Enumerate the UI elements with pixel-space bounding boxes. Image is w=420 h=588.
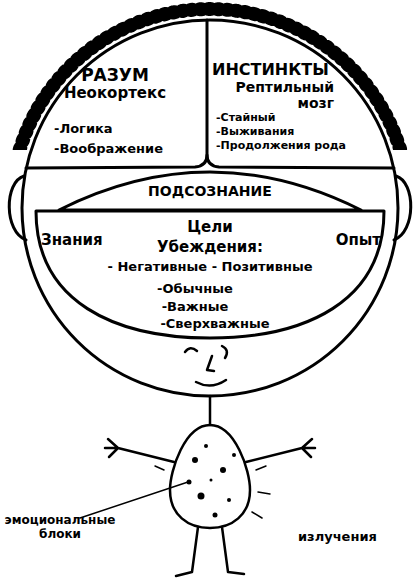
instincts-region: ИНСТИНКТЫРептильный мозг-Стайный-Выживан…: [208, 20, 396, 168]
figure-lines: [9, 9, 411, 576]
hair: [11, 9, 409, 150]
block-dot: [213, 513, 218, 518]
neocortex-region: РАЗУМНеокортекс -Логика -Воображение: [24, 20, 206, 168]
list-item: -Выживания: [216, 126, 294, 139]
region-subtitle: Неокортекс: [24, 85, 206, 102]
callout-label: эмоциональные блоки: [4, 514, 116, 542]
body-egg: [170, 425, 250, 528]
region-title: РАЗУМ: [24, 66, 206, 86]
block-dot: [204, 444, 208, 448]
neck: [209, 396, 212, 425]
left-eye: [185, 348, 197, 352]
block-dot: [227, 498, 231, 502]
left-arm: [105, 439, 174, 462]
right-leg: [222, 527, 244, 574]
list-item: -Сверхважные: [55, 317, 375, 332]
subconscious-lens: ПОДСОЗНАНИЕ: [58, 170, 362, 212]
list-item: -Важные: [35, 300, 355, 315]
shape-path: [59, 172, 361, 210]
list-item: -Стайный: [216, 112, 275, 125]
block-dot: [192, 457, 198, 463]
region-title: ПОДСОЗНАНИЕ: [58, 183, 362, 199]
shape-path: [36, 211, 384, 338]
section-title: Цели: [35, 219, 385, 236]
section-title: Убеждения:: [35, 239, 385, 256]
block-dot: [198, 493, 205, 500]
leader-line: [80, 482, 188, 518]
subconscious-bowl: ЗнанияЦелиУбеждения: - Негативные - Позит…: [35, 210, 385, 340]
block-dot: [210, 479, 213, 482]
head-outline: [22, 20, 398, 396]
list-item: -Продолжения рода: [216, 140, 346, 153]
list-item: - Негативные - Позитивные: [35, 260, 385, 275]
emotional-block-dots: [187, 444, 237, 518]
right-arm: [246, 439, 315, 462]
nose: [207, 356, 214, 371]
block-dot: [187, 480, 192, 485]
mouth: [196, 380, 226, 386]
list-item: -Обычные: [35, 282, 355, 297]
block-dot: [232, 453, 236, 457]
side-label: Знания: [41, 232, 103, 249]
list-item: -Воображение: [54, 142, 163, 157]
left-ear: [9, 176, 26, 240]
radiation-strokes: [155, 466, 270, 518]
callout-label: излучения: [298, 530, 377, 545]
right-ear: [394, 176, 411, 240]
region-subtitle: Рептильный мозг: [230, 79, 334, 111]
left-leg: [176, 527, 198, 576]
region-title: ИНСТИНКТЫ: [212, 61, 329, 79]
brain-divider-right: [207, 155, 394, 168]
list-item: -Логика: [54, 122, 113, 137]
side-label: Опыт: [325, 232, 381, 249]
block-dot: [220, 467, 226, 473]
right-eye: [222, 346, 227, 358]
